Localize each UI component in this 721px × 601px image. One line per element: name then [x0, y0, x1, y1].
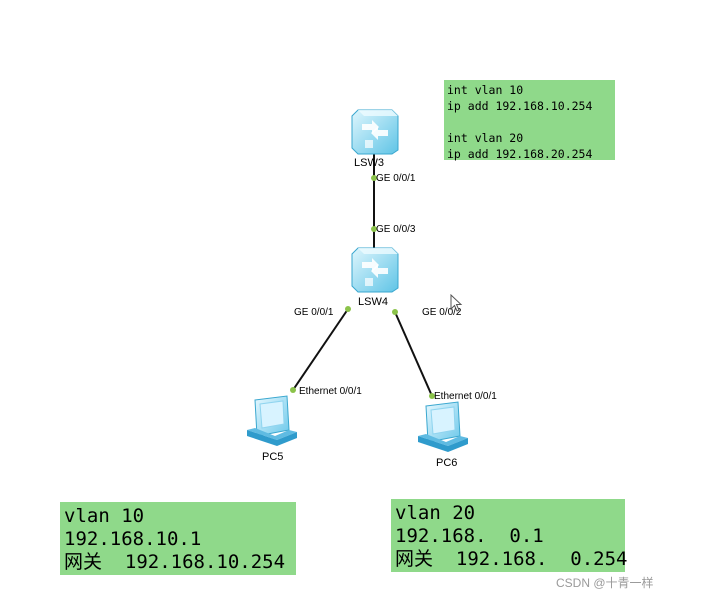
vlan10-info-box: vlan 10 192.168.10.1 网关 192.168.10.254: [60, 502, 296, 575]
host-ip: 192.168. 0.1: [395, 525, 544, 547]
watermark: CSDN @十青一样: [556, 576, 654, 590]
port-label: GE 0/0/2: [422, 307, 462, 318]
switch-icon[interactable]: [351, 247, 399, 293]
config-line: [447, 114, 612, 130]
config-line: ip add 192.168.10.254: [447, 99, 593, 113]
link-lsw4-pc5: [292, 308, 349, 391]
device-label-pc5: PC5: [262, 451, 284, 463]
gateway-label: 网关: [64, 551, 103, 573]
gateway-row: 网关 192.168. 0.254: [395, 548, 628, 571]
vlan-name: vlan 20: [395, 502, 476, 524]
port-dot-lsw3-ge001: [371, 175, 377, 181]
gateway-row: 网关 192.168.10.254: [64, 551, 292, 574]
config-line: ip add 192.168.20.254: [447, 147, 593, 161]
gateway-ip: 192.168.10.254: [124, 551, 286, 573]
port-label: GE 0/0/1: [294, 307, 334, 318]
switch-icon[interactable]: [351, 109, 399, 155]
vlan-name: vlan 10: [64, 505, 145, 527]
port-label: Ethernet 0/0/1: [299, 386, 362, 397]
device-label-pc6: PC6: [436, 457, 458, 469]
link-lsw4-pc6: [394, 311, 433, 397]
port-dot-lsw4-ge002: [392, 309, 398, 315]
device-label-lsw4: LSW4: [358, 296, 388, 308]
port-dot-pc5-eth: [290, 387, 296, 393]
port-label: GE 0/0/1: [376, 173, 416, 184]
vlan20-info-box: vlan 20 192.168. 0.1 网关 192.168. 0.254: [391, 499, 628, 572]
device-label-lsw3: LSW3: [354, 157, 384, 169]
pc-icon[interactable]: [247, 395, 297, 446]
host-ip: 192.168.10.1: [64, 528, 202, 550]
port-label: Ethernet 0/0/1: [434, 391, 497, 402]
config-line: int vlan 20: [447, 131, 524, 145]
gateway-label: 网关: [395, 548, 434, 570]
config-box: int vlan 10 ip add 192.168.10.254 int vl…: [444, 80, 615, 161]
pc-icon[interactable]: [418, 401, 468, 452]
gateway-ip: 192.168. 0.254: [455, 548, 628, 570]
mouse-cursor-icon: [450, 294, 463, 312]
port-dot-pc6-eth: [429, 393, 435, 399]
port-dot-lsw4-ge001: [345, 306, 351, 312]
port-dot-lsw4-ge003: [371, 226, 377, 232]
config-line: int vlan 10: [447, 83, 524, 97]
port-label: GE 0/0/3: [376, 224, 416, 235]
